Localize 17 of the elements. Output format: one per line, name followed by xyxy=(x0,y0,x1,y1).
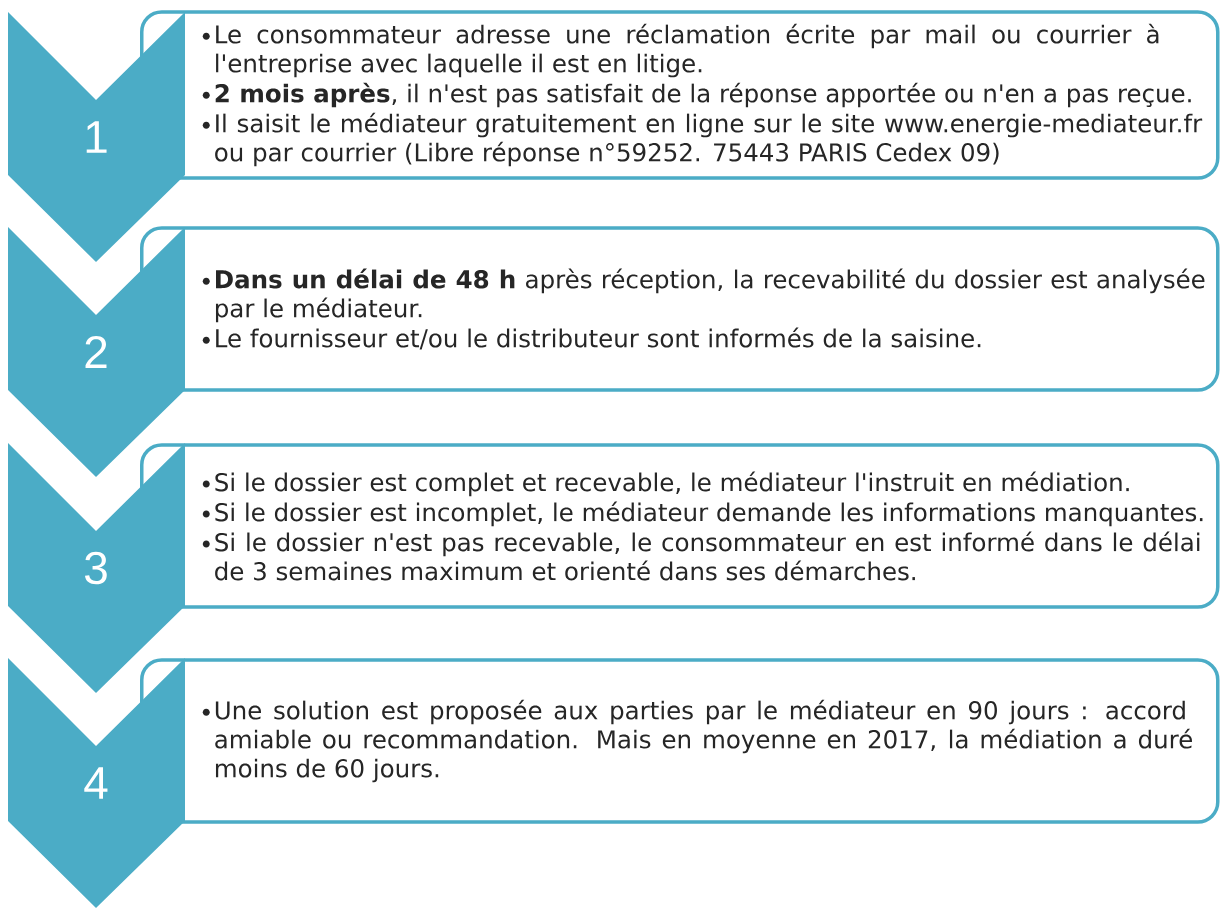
chevron-step: 1 xyxy=(8,12,185,262)
bullet-text: Si le dossier n'est pas recevable, le consommateur en est informé dans le délai de 3 semaines maximum et orienté dans ses démarches. xyxy=(215,531,1200,581)
bullet-text: Il saisit le médiateur gratuitement en ligne sur le site www.energie-mediateur.fr ou par courrier (Libre réponse n°59252. 75443 PARIS Cedex 09) xyxy=(215,112,1203,167)
bullet-text: Si le dossier est complet et recevable, le médiateur l'instruit en médiation. xyxy=(215,471,1129,497)
bullet-text: Le consommateur adresse une réclamation écrite par mail ou courrier à l'entreprise avec laquelle il est en litige. xyxy=(216,23,1159,78)
step-box xyxy=(140,10,1220,180)
step-box xyxy=(140,658,1220,824)
bullet-text: Le fournisseur et/ou le distributeur sont informés de la saisine. xyxy=(216,327,981,350)
step-box xyxy=(140,226,1220,392)
bullet-text: Dans un délai de 48 h après réception, la recevabilité du dossier est analysée par le médiateur. xyxy=(216,268,1205,323)
chevron-step: 3 xyxy=(8,443,185,693)
bullet-text: Si le dossier est incomplet, le médiateur demande les informations manquantes. xyxy=(215,501,1203,527)
step-box xyxy=(140,443,1220,609)
chevron-step: 4 xyxy=(8,658,185,908)
bullet-text: 2 mois après, il n'est pas satisfait de la réponse apportée ou n'en a pas reçue. xyxy=(215,82,1191,108)
chevron-step: 2 xyxy=(8,227,185,477)
bullet-text: Une solution est proposée aux parties par le médiateur en 90 jours : accord amiable ou recommandation. Mais en moyenne en 2017, la médiation a duré moins de 60 jours. xyxy=(215,699,1192,783)
